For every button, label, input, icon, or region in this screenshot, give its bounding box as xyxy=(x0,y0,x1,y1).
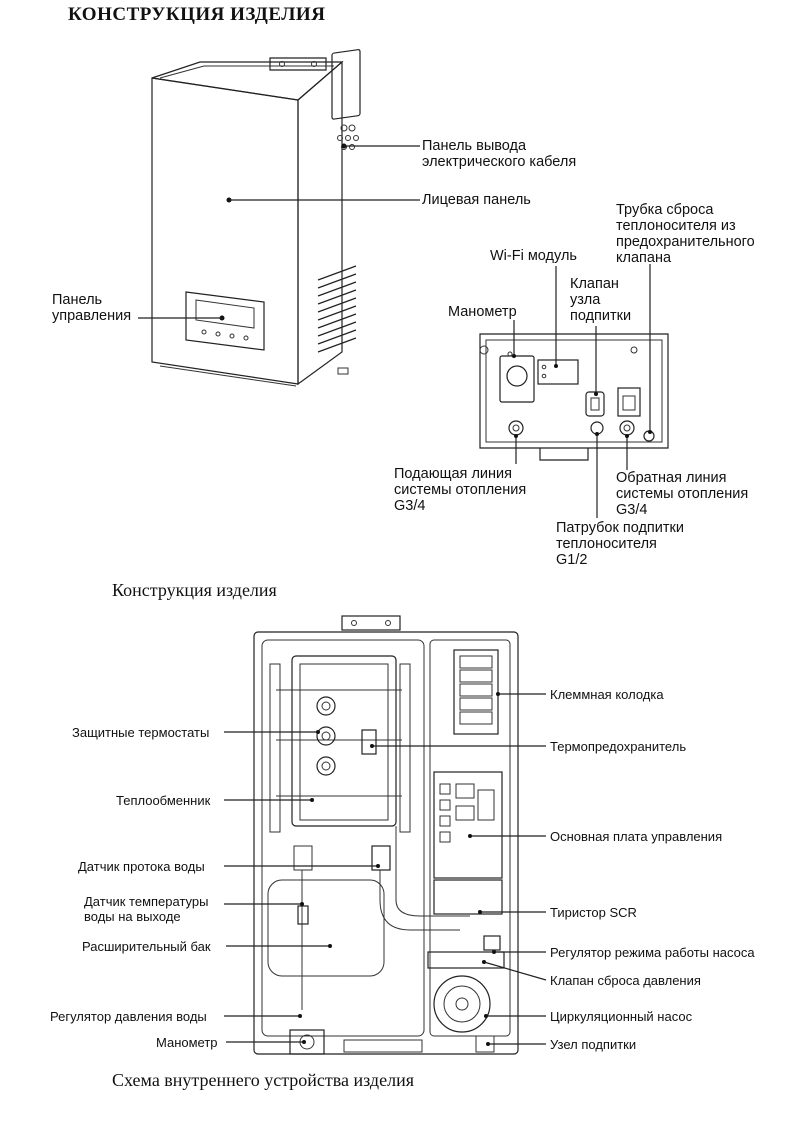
label-control-panel: Панель управления xyxy=(52,292,132,324)
heading-construction: Конструкция изделия xyxy=(112,580,277,600)
label-makeup-unit: Узел подпитки xyxy=(550,1037,637,1052)
label-return-line: Обратная линия системы отопления G3/4 xyxy=(616,470,749,518)
label-main-board: Основная плата управления xyxy=(550,829,723,844)
label-circ-pump: Циркуляционный насос xyxy=(550,1009,693,1024)
label-makeup-valve: Клапан узла подпитки xyxy=(570,276,632,324)
boiler-bottom-view xyxy=(479,333,669,461)
heading-internal-scheme: Схема внутреннего устройства изделия xyxy=(112,1070,414,1090)
label-manometer-internal: Манометр xyxy=(156,1035,218,1050)
label-wifi-module: Wi-Fi модуль xyxy=(490,248,577,264)
label-flow-sensor: Датчик протока воды xyxy=(78,859,205,874)
boiler-exterior-drawing xyxy=(151,49,361,387)
label-expansion-tank: Расширительный бак xyxy=(82,939,211,954)
heading-construction-top: КОНСТРУКЦИЯ ИЗДЕЛИЯ xyxy=(68,4,326,25)
label-temp-sensor: Датчик температуры воды на выходе xyxy=(84,894,209,924)
label-front-panel: Лицевая панель xyxy=(422,192,531,208)
label-relief-tube: Трубка сброса теплоносителя из предохран… xyxy=(616,202,755,266)
label-supply-line: Подающая линия системы отопления G3/4 xyxy=(394,466,527,514)
label-thermostats: Защитные термостаты xyxy=(72,725,210,740)
internal-scheme-drawing xyxy=(253,615,519,1055)
label-scr: Тиристор SCR xyxy=(550,905,637,920)
label-relief-valve: Клапан сброса давления xyxy=(550,973,701,988)
exterior-leaders xyxy=(138,143,420,321)
label-heat-exchanger: Теплообменник xyxy=(116,793,211,808)
label-makeup-pipe: Патрубок подпитки теплоносителя G1/2 xyxy=(556,520,684,568)
label-cable-panel: Панель вывода электрического кабеля xyxy=(422,138,577,170)
label-thermal-fuse: Термопредохранитель xyxy=(550,739,687,754)
label-pressure-regulator: Регулятор давления воды xyxy=(50,1009,207,1024)
bottom-view-leaders xyxy=(512,264,652,518)
label-manometer-top: Манометр xyxy=(448,304,517,320)
label-pump-mode: Регулятор режима работы насоса xyxy=(550,945,755,960)
label-terminal-block: Клеммная колодка xyxy=(550,687,664,702)
internal-leaders xyxy=(224,692,547,1046)
